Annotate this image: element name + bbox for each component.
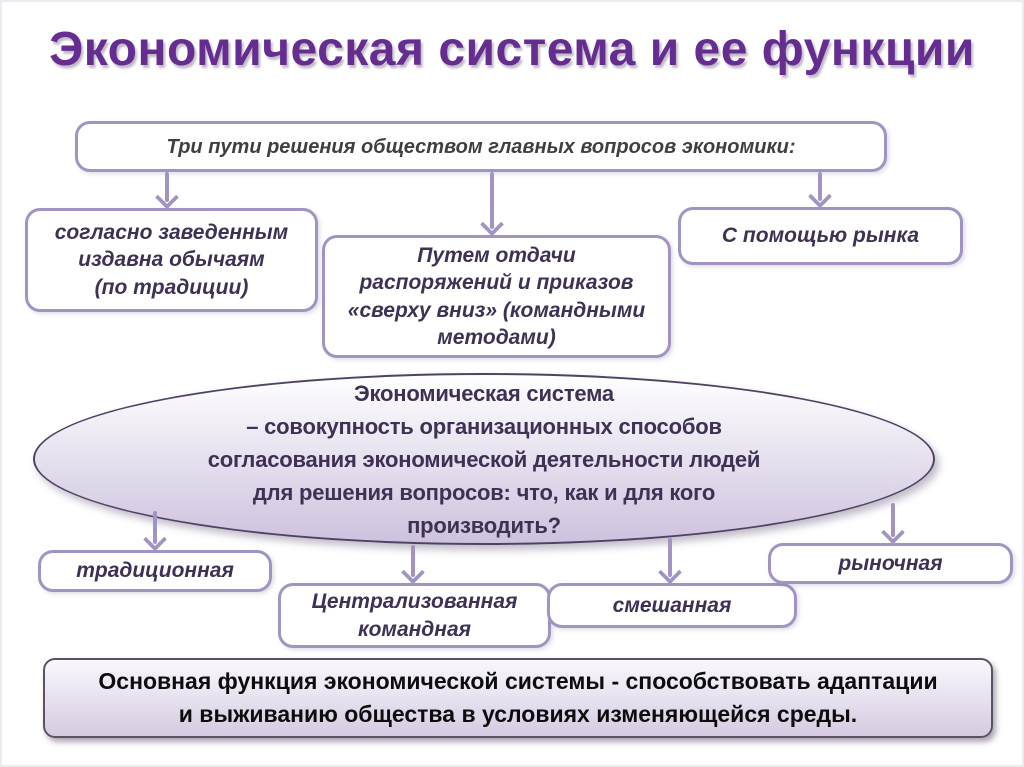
arrow-down-icon <box>490 172 494 229</box>
question-box-label: Три пути решения обществом главных вопро… <box>166 135 796 158</box>
method-box-market-label: С помощью рынка <box>721 224 920 248</box>
method-box-market: С помощью рынка <box>678 207 963 265</box>
method-box-tradition-label: согласно заведенным издавна обычаям (по … <box>54 221 289 299</box>
arrow-down-icon <box>153 511 157 544</box>
definition-text: Экономическая система – совокупность орг… <box>207 380 761 538</box>
system-box-market-label: рыночная <box>838 551 943 575</box>
method-box-command: Путем отдачи распоряжений и приказов «св… <box>322 235 671 358</box>
system-box-market: рыночная <box>768 543 1013 584</box>
footer-text: Основная функция экономической системы -… <box>98 668 938 727</box>
system-box-mixed-label: смешанная <box>612 593 732 617</box>
system-box-centralized-command-label: Централизованная командная <box>311 590 518 641</box>
definition-ellipse: Экономическая система – совокупность орг… <box>33 373 935 545</box>
system-box-traditional: традиционная <box>38 550 272 592</box>
arrow-down-icon <box>411 545 415 577</box>
arrow-down-icon <box>891 503 895 537</box>
page-title: Экономическая система и ее функции <box>49 23 975 76</box>
arrow-down-icon <box>165 172 169 202</box>
arrow-down-icon <box>818 172 822 201</box>
footer-box: Основная функция экономической системы -… <box>43 658 993 738</box>
arrow-down-icon <box>668 538 672 577</box>
method-box-tradition: согласно заведенным издавна обычаям (по … <box>25 208 318 312</box>
method-box-command-label: Путем отдачи распоряжений и приказов «св… <box>347 243 646 349</box>
question-box: Три пути решения обществом главных вопро… <box>75 121 887 172</box>
system-box-mixed: смешанная <box>547 583 797 628</box>
system-box-centralized-command: Централизованная командная <box>278 583 551 648</box>
system-box-traditional-label: традиционная <box>76 559 234 583</box>
